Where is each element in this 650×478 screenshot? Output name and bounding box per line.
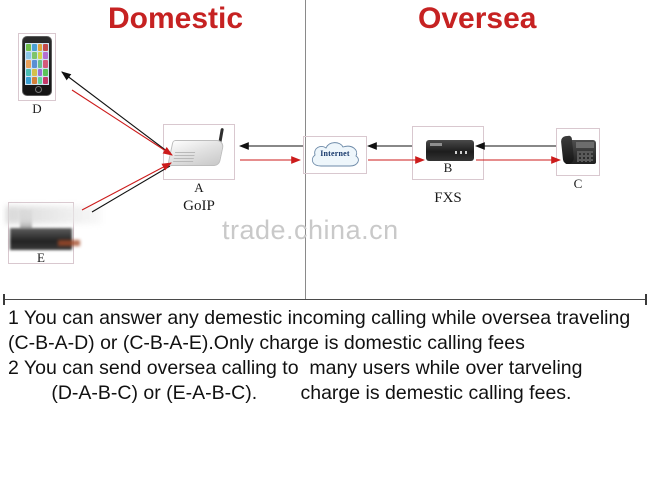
- vertical-divider: [305, 0, 306, 300]
- node-label-c: C: [573, 176, 583, 191]
- node-sublabel-goip: GoIP: [183, 198, 215, 214]
- desk-phone-keypad-icon: [577, 151, 593, 162]
- caption-line-3: 2 You can send oversea calling to many u…: [8, 357, 583, 379]
- connection-arrows: [61, 71, 562, 213]
- arrow-a-to-e: [91, 165, 171, 213]
- internet-cloud-label: Internet: [320, 149, 350, 158]
- redaction-mark: [58, 240, 80, 246]
- node-box-b: [412, 126, 484, 180]
- horizontal-divider: [3, 299, 647, 300]
- node-label-a: A: [194, 180, 204, 195]
- divider-tick-right: [645, 294, 647, 305]
- fxs-led-indicators-icon: [455, 151, 470, 154]
- node-box-c: [556, 128, 600, 176]
- blurred-device-icon: [10, 228, 72, 250]
- node-sublabel-fxs: FXS: [434, 190, 462, 206]
- smartphone-home-button-icon: [35, 86, 42, 93]
- caption-line-1: 1 You can answer any demestic incoming c…: [8, 307, 631, 329]
- node-label-d: D: [32, 101, 42, 116]
- smartphone-screen-icon: [25, 43, 49, 85]
- node-label-b: B: [443, 160, 453, 175]
- blur-overlay: [6, 206, 102, 224]
- node-box-d: [18, 33, 56, 101]
- smartphone-icon: [22, 36, 52, 96]
- section-title-oversea: Oversea: [418, 2, 537, 35]
- fxs-brand-mark: [430, 143, 442, 146]
- arrow-a-to-d: [61, 71, 169, 153]
- arrow-d-to-a: [71, 89, 173, 156]
- arrow-e-to-a: [81, 162, 172, 211]
- section-title-domestic: Domestic: [108, 2, 244, 35]
- caption-line-2: (C-B-A-D) or (C-B-A-E).Only charge is do…: [8, 332, 525, 354]
- watermark: trade.china.cn: [222, 215, 399, 245]
- cloud-icon: [311, 142, 359, 167]
- node-box-e: [8, 202, 74, 264]
- desk-phone-display-icon: [576, 142, 594, 148]
- node-label-e: E: [37, 250, 45, 265]
- divider-tick-left: [3, 294, 5, 305]
- node-box-internet: [303, 136, 367, 174]
- caption-block: 1 You can answer any demestic incoming c…: [0, 306, 650, 406]
- caption-line-4: (D-A-B-C) or (E-A-B-C). charge is demest…: [8, 382, 572, 404]
